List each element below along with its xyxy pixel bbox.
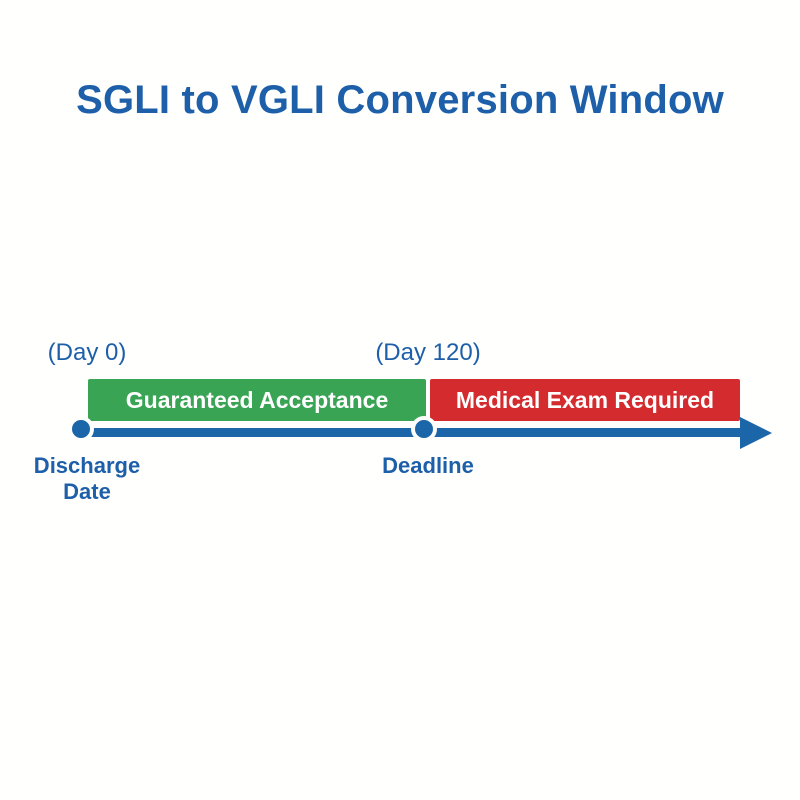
day-0-label: (Day 0): [47, 339, 127, 366]
day-120-label: (Day 120): [375, 339, 481, 366]
discharge-label-line1: Discharge: [33, 453, 141, 478]
discharge-date-label: Discharge Date: [34, 453, 140, 505]
page-title: SGLI to VGLI Conversion Window: [76, 78, 724, 122]
timeline-arrowhead-icon: [740, 417, 772, 449]
discharge-label-line2: Date: [63, 479, 111, 504]
discharge-date-marker: [68, 416, 94, 442]
deadline-label: Deadline: [382, 453, 474, 478]
deadline-marker: [411, 416, 437, 442]
segment-guaranteed-acceptance: Guaranteed Acceptance: [88, 379, 426, 421]
segment-medical-exam-required: Medical Exam Required: [430, 379, 740, 421]
